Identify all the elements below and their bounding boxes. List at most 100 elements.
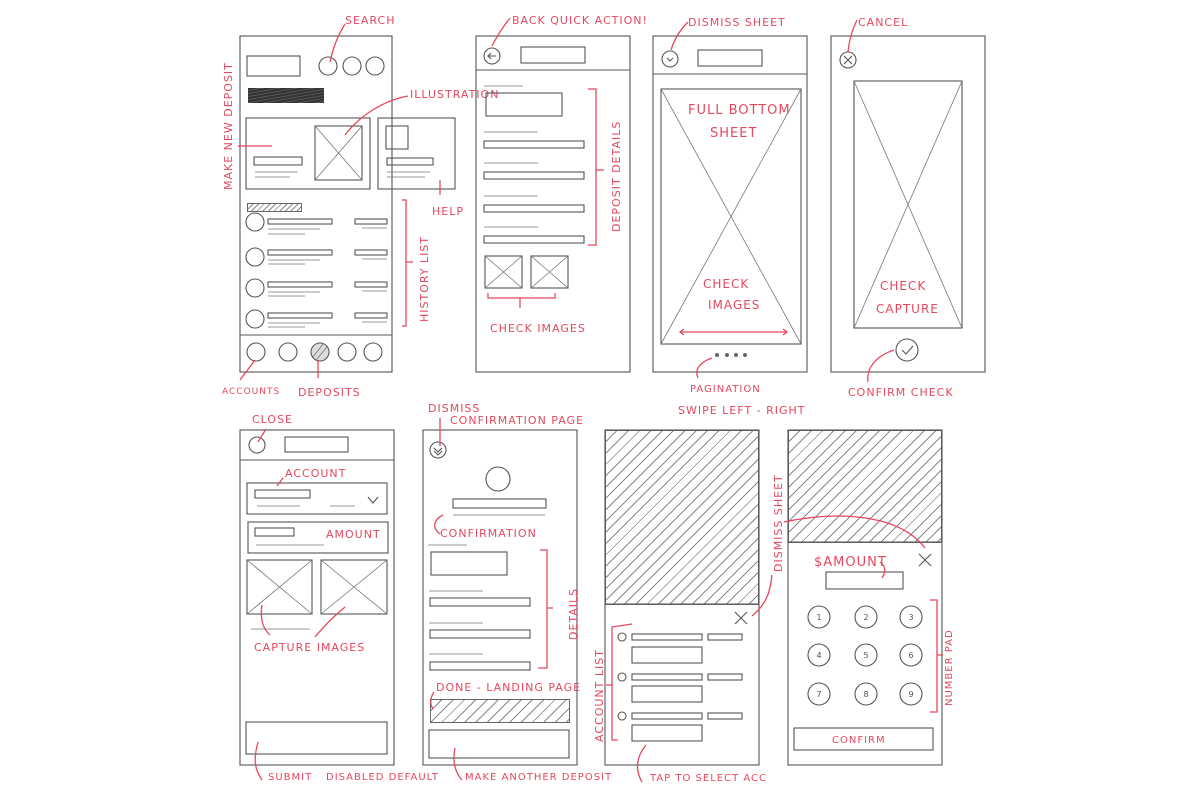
svg-text:PAGINATION: PAGINATION — [690, 384, 761, 395]
svg-text:HELP: HELP — [432, 205, 464, 218]
svg-text:CAPTURE: CAPTURE — [876, 302, 939, 316]
keypad-key-9[interactable] — [899, 682, 923, 706]
svg-text:CHECK: CHECK — [703, 277, 749, 291]
account-list-item[interactable] — [617, 711, 743, 742]
accounts-tab-icon[interactable] — [246, 342, 266, 362]
illustration-image — [314, 125, 363, 181]
account-list-item[interactable] — [617, 632, 743, 664]
capture-front-image[interactable] — [246, 559, 313, 615]
screen-home: SEARCH ILLUSTRATION MAKE NEW DEPOSIT HEL… — [222, 14, 498, 399]
help-card[interactable] — [377, 117, 456, 190]
svg-text:MAKE NEW DEPOSIT: MAKE NEW DEPOSIT — [222, 62, 235, 190]
svg-text:BACK QUICK ACTION!: BACK QUICK ACTION! — [512, 14, 648, 27]
success-icon — [485, 466, 511, 492]
svg-text:DEPOSIT DETAILS: DEPOSIT DETAILS — [610, 121, 623, 232]
close-icon[interactable] — [918, 553, 932, 567]
keypad-key-label: 3 — [908, 613, 913, 622]
camera-viewfinder — [853, 80, 963, 329]
svg-text:DISMISS: DISMISS — [428, 402, 480, 415]
keypad-key-1[interactable] — [807, 605, 831, 629]
svg-text:SEARCH: SEARCH — [345, 14, 396, 27]
svg-text:CONFIRM: CONFIRM — [832, 735, 886, 746]
search-icon[interactable] — [318, 56, 338, 76]
balance-bar — [248, 88, 324, 103]
svg-text:DISABLED DEFAULT: DISABLED DEFAULT — [326, 772, 439, 783]
profile-icon[interactable] — [365, 56, 385, 76]
amount-display — [825, 571, 904, 590]
history-list — [245, 212, 388, 329]
keypad-key-8[interactable] — [854, 682, 878, 706]
submit-button[interactable] — [245, 721, 388, 755]
pagination-dots[interactable] — [715, 353, 747, 357]
screen-new-deposit-form: CLOSE ACCOUNT AMOUNT CAPTURE IMAGES SUBM… — [239, 413, 439, 783]
account-list-item[interactable] — [617, 672, 743, 703]
keypad-key-label: 6 — [908, 651, 913, 660]
chevron-down-icon[interactable] — [429, 441, 447, 459]
capture-back-image[interactable] — [320, 559, 388, 615]
screen-deposit-details: BACK QUICK ACTION! DEPOSIT DETAILS CHECK… — [475, 14, 648, 373]
keypad-key-4[interactable] — [807, 643, 831, 667]
svg-text:DISMISS SHEET: DISMISS SHEET — [772, 474, 785, 572]
confirm-check-icon[interactable] — [895, 338, 919, 362]
svg-text:AMOUNT: AMOUNT — [326, 528, 381, 541]
svg-text:DETAILS: DETAILS — [567, 588, 580, 640]
account-dropdown[interactable] — [246, 482, 388, 515]
screen-check-capture: CANCEL CHECK CAPTURE CONFIRM CHECK — [830, 16, 986, 399]
close-icon[interactable] — [248, 436, 266, 454]
svg-text:CONFIRM CHECK: CONFIRM CHECK — [848, 386, 954, 399]
confirm-button[interactable] — [793, 727, 934, 751]
svg-text:CAPTURE IMAGES: CAPTURE IMAGES — [254, 641, 365, 654]
keypad-key-label: 9 — [908, 690, 913, 699]
deposits-tab-icon[interactable] — [310, 342, 330, 362]
done-button-hatched — [430, 699, 570, 723]
svg-text:FULL BOTTOM: FULL BOTTOM — [688, 103, 791, 118]
history-header-hatched — [247, 203, 302, 212]
keypad-key-label: 4 — [816, 651, 821, 660]
back-arrow-icon[interactable] — [483, 47, 501, 65]
action-icon[interactable] — [342, 56, 362, 76]
svg-text:SHEET: SHEET — [710, 126, 757, 141]
check-image-viewer[interactable] — [660, 88, 802, 345]
svg-text:SUBMIT: SUBMIT — [268, 772, 312, 783]
screen-confirmation: DISMISS CONFIRMATION PAGE CONFIRMATION D… — [422, 402, 612, 783]
keypad-key-label: 2 — [863, 613, 868, 622]
keypad-key-label: 5 — [863, 651, 868, 660]
dimmed-background-amount-sheet — [788, 430, 942, 543]
svg-text:DEPOSITS: DEPOSITS — [298, 386, 361, 399]
keypad-key-7[interactable] — [807, 682, 831, 706]
keypad-key-label: 1 — [816, 613, 821, 622]
svg-text:TAP TO SELECT ACC: TAP TO SELECT ACC — [649, 773, 767, 784]
make-deposit-card[interactable] — [245, 117, 371, 190]
keypad-key-label: 7 — [816, 690, 821, 699]
keypad-key-2[interactable] — [854, 605, 878, 629]
svg-text:CHECK: CHECK — [880, 279, 926, 293]
svg-text:CLOSE: CLOSE — [252, 413, 293, 426]
svg-text:NUMBER PAD: NUMBER PAD — [944, 629, 955, 706]
logo-placeholder — [246, 55, 301, 77]
svg-text:HISTORY LIST: HISTORY LIST — [418, 236, 431, 322]
keypad-key-6[interactable] — [899, 643, 923, 667]
keypad-key-5[interactable] — [854, 643, 878, 667]
svg-text:ACCOUNT: ACCOUNT — [285, 467, 346, 480]
svg-text:MAKE ANOTHER DEPOSIT: MAKE ANOTHER DEPOSIT — [465, 772, 612, 783]
svg-text:ACCOUNTS: ACCOUNTS — [222, 387, 280, 397]
svg-text:CANCEL: CANCEL — [858, 16, 908, 29]
check-front-thumbnail[interactable] — [484, 255, 523, 289]
svg-text:CONFIRMATION PAGE: CONFIRMATION PAGE — [450, 414, 584, 427]
screen-account-select-sheet: ACCOUNT LIST DISMISS SHEET TAP TO SELECT… — [593, 429, 785, 784]
check-back-thumbnail[interactable] — [530, 255, 569, 289]
make-another-deposit-button[interactable] — [428, 729, 570, 759]
svg-text:SWIPE LEFT - RIGHT: SWIPE LEFT - RIGHT — [678, 404, 805, 417]
svg-text:ACCOUNT LIST: ACCOUNT LIST — [593, 649, 606, 742]
close-icon[interactable] — [734, 611, 748, 625]
svg-text:IMAGES: IMAGES — [708, 298, 760, 312]
amount-field[interactable] — [247, 521, 389, 554]
chevron-down-icon[interactable] — [661, 50, 679, 68]
keypad-key-3[interactable] — [899, 605, 923, 629]
svg-text:$AMOUNT: $AMOUNT — [814, 555, 887, 570]
svg-text:DONE - LANDING PAGE: DONE - LANDING PAGE — [436, 681, 581, 694]
